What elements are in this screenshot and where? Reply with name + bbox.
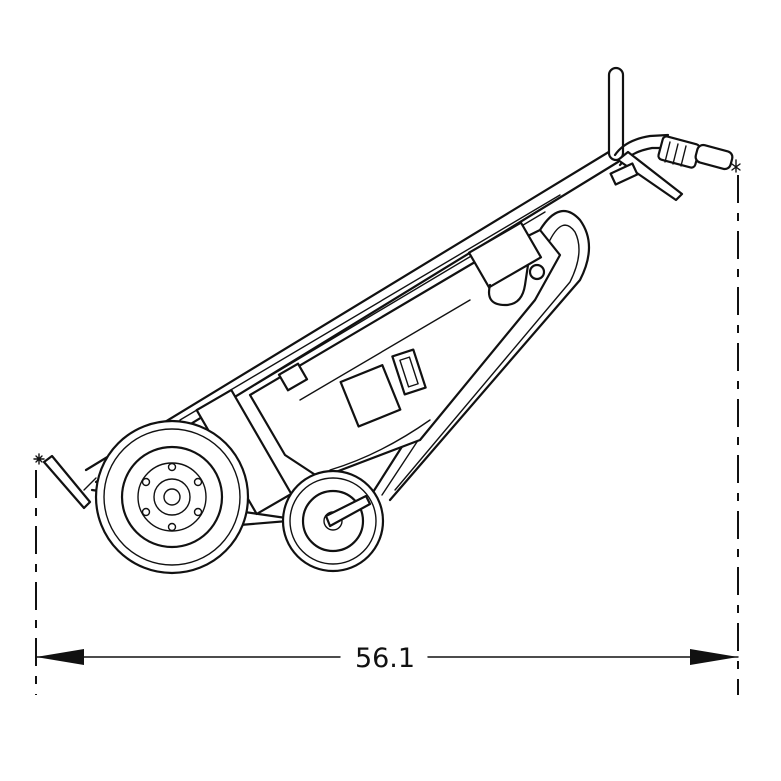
- grip-ridge-1: [664, 141, 671, 163]
- grip-ridge-3: [680, 145, 687, 167]
- drive-chain: [329, 419, 431, 471]
- lug-nut-3: [193, 507, 203, 517]
- handle-bend: [613, 133, 670, 157]
- nose-plate: [33, 453, 97, 510]
- frame-mid-rail: [179, 194, 561, 421]
- upper-bracket: [467, 221, 543, 289]
- frame-lower-rail-inner: [381, 224, 580, 496]
- rear-wheel: [94, 419, 250, 575]
- rear-wheel-hub: [153, 478, 191, 516]
- grip-end-star: [731, 159, 741, 173]
- hose-loop: [487, 263, 530, 307]
- throttle-grip: [657, 135, 701, 169]
- right-arrowhead: [690, 649, 738, 665]
- handle-lever: [616, 150, 684, 202]
- lug-nut-5: [141, 507, 151, 517]
- nose-plate-blade: [42, 454, 92, 510]
- dimension-line: 56.1: [35, 643, 739, 674]
- front-wheel-tire-inner: [289, 477, 377, 565]
- handle-clip: [609, 162, 639, 186]
- frame-lower-rail: [366, 209, 590, 502]
- nose-plate-link: [83, 477, 97, 491]
- grip-ridge-2: [672, 143, 679, 165]
- left-arrowhead: [36, 649, 84, 665]
- grip-sleeve: [694, 143, 734, 171]
- battery-box-inner: [399, 356, 419, 388]
- lug-nut-2: [193, 477, 203, 487]
- front-wheel-rim: [301, 489, 365, 553]
- rear-wheel-axle: [163, 488, 181, 506]
- motor-housing: [195, 221, 562, 516]
- handle-post: [607, 66, 625, 162]
- lug-nut-4: [167, 522, 177, 532]
- nose-plate-star: [33, 453, 45, 465]
- housing-seam: [299, 299, 471, 401]
- handle-assembly: [607, 66, 741, 202]
- frame-upper-rail-outer: [84, 148, 614, 472]
- lug-nut-1: [167, 462, 177, 472]
- front-wheel-axle-bracket: [324, 494, 372, 528]
- lug-nut-6: [141, 477, 151, 487]
- rear-wheel-rim: [120, 445, 224, 549]
- motor-knob: [528, 263, 546, 281]
- control-box: [339, 364, 402, 428]
- rear-wheel-tire: [94, 419, 250, 575]
- rear-wheel-tire-inner: [103, 428, 241, 566]
- front-wheel: [281, 469, 385, 573]
- dimension-value: 56.1: [355, 643, 415, 674]
- left-clamp: [277, 362, 309, 392]
